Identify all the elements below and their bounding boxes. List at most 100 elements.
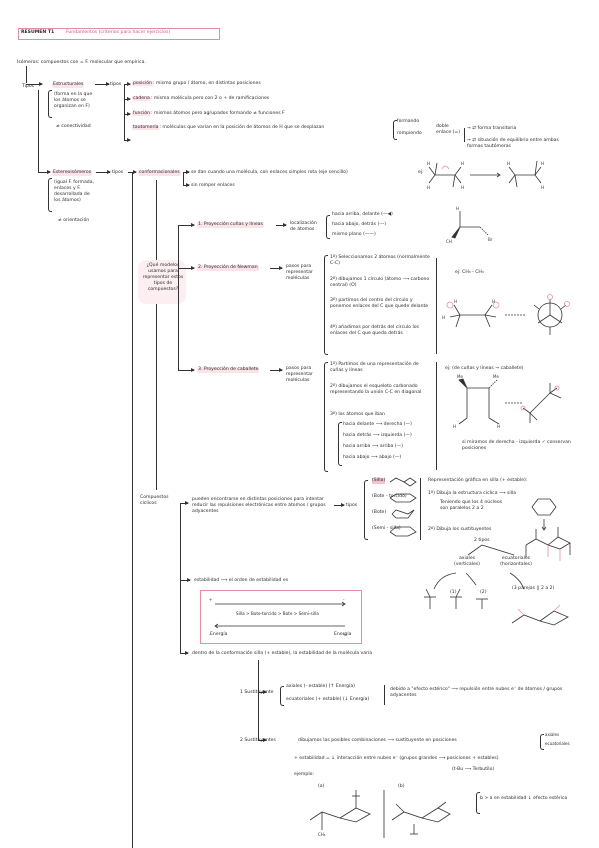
- svg-text:H: H: [442, 315, 445, 320]
- svg-text:H: H: [497, 424, 500, 429]
- estructurales-tipos: tipos: [110, 82, 122, 87]
- pos-ecuatoriales: ecuatoriales: [545, 741, 570, 746]
- dentro-text: dentro de la conformación silla (+ estab…: [192, 651, 373, 656]
- estereo-sub: ≠ orientación: [58, 218, 90, 223]
- svg-text:H: H: [492, 299, 495, 304]
- proj-1-title: 1. Proyección cuñas y líneas: [197, 222, 264, 228]
- proj-2-step-2: 2º) dibujamos 1 círculo (átomo ⟶ carbono…: [330, 277, 430, 288]
- svg-text:Br: Br: [488, 237, 493, 242]
- proj-2-title: 2. Proyección de Newman: [197, 265, 259, 271]
- example-chairs-drawing: CH₃: [309, 790, 451, 838]
- svg-text:H: H: [507, 161, 510, 166]
- proj-3-title: 3. Proyección de caballete: [197, 367, 260, 373]
- silla-step-1: 1º) Dibuja la estructura cíclica ⟶ silla: [428, 491, 517, 496]
- taut-result-2: → ⇄ situación de equilibrio entre ambas …: [467, 138, 559, 149]
- conformacionales-label: conformacionales: [138, 170, 181, 176]
- ecuatoriales-label: ecuatoriales (horizontales): [500, 556, 532, 567]
- estructurales-desc: (forma en la que los átomos se organizan…: [54, 92, 93, 109]
- ciclicos-text: pueden encontrarse en distintas posicion…: [192, 497, 326, 514]
- proj-3-step-2: 2º) dibujamos el esqueleto carbonado rep…: [330, 384, 422, 395]
- stability-arrows: + - - +: [209, 597, 346, 637]
- estereo-tipos: tipos: [112, 170, 124, 175]
- svg-text:H: H: [541, 161, 544, 166]
- proj-2-step-3: 3º) partimos del centro del círculo y po…: [330, 298, 429, 309]
- taut-result-1: → ⇄ forma transitoria: [467, 126, 517, 131]
- tipos-label: Tipos: [22, 84, 35, 89]
- page-subtitle: Fundamentos (criterios para hacer ejerci…: [66, 30, 171, 35]
- sust-2-desc: dibujamos las posibles combinaciones ⟶ s…: [298, 738, 457, 743]
- proj-3-note: si miramos de derecha - izquierda ✓ cons…: [462, 440, 571, 451]
- proj-3-dir-3: hacia arriba ⟶ arriba (—): [343, 444, 403, 449]
- proj-1-item-3: mismo plano (——): [332, 232, 376, 237]
- title-box: [18, 28, 220, 40]
- axiales-label: axiales (verticales): [454, 556, 480, 567]
- svg-text:H: H: [456, 206, 459, 211]
- estereo-desc: (igual F. formada, enlaces y F. desarrol…: [54, 180, 94, 203]
- proj-3-step-3: 3º) los átomos que iban: [330, 412, 385, 417]
- dos-tipos: 2 tipos: [474, 538, 490, 543]
- taut-doble-enlace: doble enlace (=): [436, 124, 461, 135]
- proj-3-example: ej: (de cuñas y líneas → caballete): [445, 366, 524, 371]
- svg-text:-: -: [343, 597, 345, 602]
- svg-text:CH: CH: [446, 239, 452, 244]
- ciclicos-label: Compuestos cíclicos: [140, 495, 169, 506]
- svg-text:H: H: [427, 185, 430, 190]
- svg-text:H: H: [427, 161, 430, 166]
- sust-1-ecuatoriales: ecuatoriales (+ estable) (↓ Energía): [286, 697, 370, 702]
- wedge-drawing: H CH Br: [446, 206, 493, 244]
- lbl-2: (2): [480, 590, 487, 595]
- cyclic-shapes-drawing: [389, 477, 417, 537]
- newman-drawing: H H H: [442, 294, 570, 335]
- svg-text:H: H: [461, 161, 464, 166]
- proj-3-desc: pasos para representar moléculas: [286, 366, 313, 383]
- caballete-drawing: Me MeH H: [453, 374, 562, 429]
- proj-2-step-1: 1º) Seleccionamos 2 átomos (normalmente …: [330, 255, 430, 266]
- shape-bote-torcido: (Bote - torcido): [372, 494, 407, 499]
- conf-desc-2: sin romper enlaces: [191, 183, 235, 188]
- svg-text:+: +: [343, 632, 346, 637]
- taut-formando: formando: [397, 119, 420, 124]
- svg-text:-: -: [209, 632, 211, 637]
- svg-text:CH₃: CH₃: [318, 832, 326, 837]
- item-tautomeria: tautomería: moléculas que varían en la p…: [132, 125, 325, 130]
- svg-text:H: H: [454, 299, 457, 304]
- item-posicion: posición: mismo grupo / átomo, en distin…: [132, 81, 261, 86]
- svg-text:H: H: [453, 424, 456, 429]
- sust-2-label: 2 Sustituyentes: [240, 738, 276, 743]
- page-title: RESUMEN T1: [21, 30, 55, 35]
- ciclicos-tipos: tipos: [346, 503, 358, 508]
- silla-step-2: 2º) Dibuja los sustituyentes: [428, 527, 492, 532]
- axial-equatorial-drawing: [424, 544, 569, 626]
- proj-1-item-1: hacia arriba, delante (—◀): [332, 212, 393, 217]
- ejemplo-label: ejemplo:: [294, 772, 314, 777]
- shape-bote: (Bote): [372, 510, 387, 515]
- ej-a-label: (a): [318, 784, 325, 789]
- proj-2-example: ej: CH₃ - CH₃: [455, 270, 484, 275]
- lbl-3: (3 parejas || 2 a 2): [512, 586, 555, 591]
- silla-step-1b: Teniendo que los 4 núcleos son paralelos…: [440, 500, 503, 511]
- svg-text:H: H: [461, 185, 464, 190]
- proj-3-dir-4: hacia abajo ⟶ abajo (—): [343, 455, 402, 460]
- proj-3-dir-1: hacia delante ⟶ derecha (—): [343, 422, 412, 427]
- sust-1-label: 1 Sustituyente: [240, 690, 274, 695]
- proj-3-dir-2: hacia detrás ⟶ izquierda (—): [343, 433, 412, 438]
- svg-text:Me: Me: [457, 374, 463, 379]
- shape-silla: (Silla): [372, 478, 386, 484]
- svg-text:+: +: [209, 597, 212, 602]
- shape-semi-silla: (Semi - silla): [372, 526, 401, 531]
- debido-text: debido a "efecto estérico" ⟶ repulsión e…: [390, 687, 563, 698]
- sust-2-note: + estabilidad = ↓ interacción entre nube…: [294, 756, 499, 761]
- silla-title: Representación gráfica en silla (+ estab…: [428, 478, 528, 483]
- energia-right: Energía: [334, 632, 352, 637]
- sust-1-axiales: axiales (- estable) (↑ Energía): [286, 684, 355, 689]
- taut-rompiendo: rompiendo: [397, 131, 422, 136]
- proj-2-step-4: 4º) añadimos por detrás del círculo los …: [330, 325, 419, 336]
- lbl-1: (1): [450, 590, 457, 595]
- stability-order: Silla > Bote-torcido > Bote > Semi-silla: [236, 611, 319, 616]
- item-cadena: cadena: misma molécula pero con 2 o + de…: [132, 96, 270, 101]
- proj-1-desc: localización de átomos: [290, 221, 317, 232]
- svg-text:Me: Me: [493, 374, 499, 379]
- estructurales-label: Estructurales: [52, 82, 85, 88]
- estructurales-sub: ≠ conectividad: [56, 124, 91, 129]
